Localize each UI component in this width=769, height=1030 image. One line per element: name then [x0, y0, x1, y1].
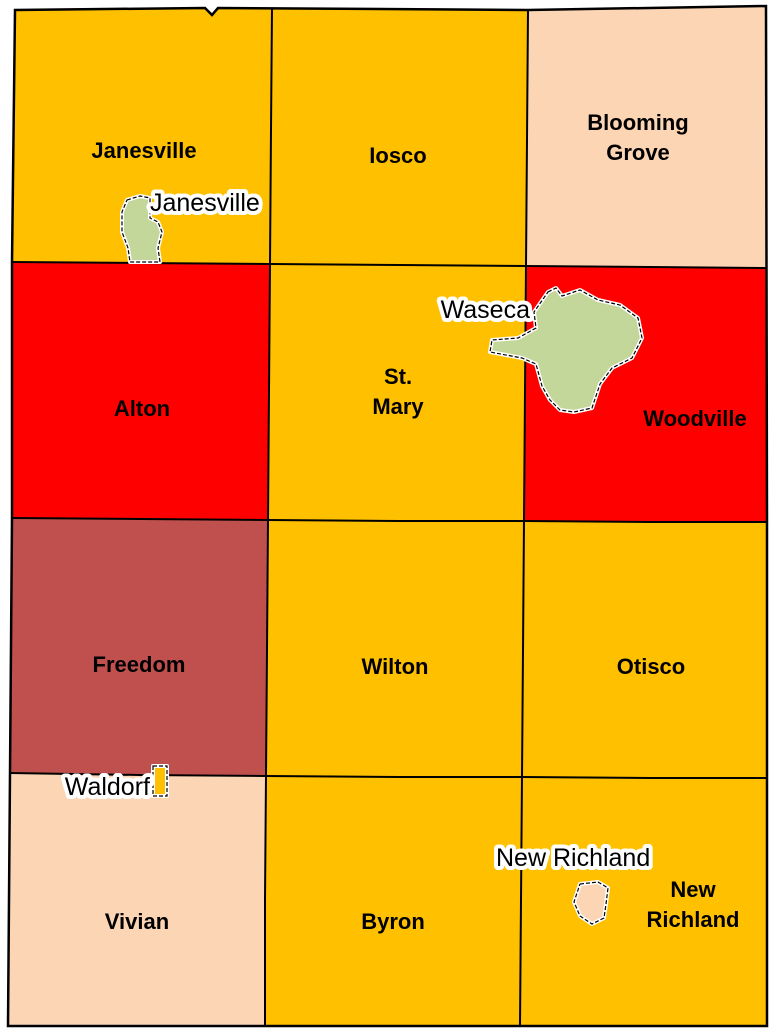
county-border	[6, 4, 769, 1028]
boundary-line-h2	[11, 517, 767, 523]
township-label-iosco: Iosco	[369, 143, 426, 168]
township-label-line: Iosco	[369, 143, 426, 168]
township-label-line: Woodville	[643, 406, 747, 431]
city-janesville-shape[interactable]	[120, 194, 164, 264]
township-label-woodville: Woodville	[643, 406, 747, 431]
township-label-alton: Alton	[114, 396, 170, 421]
township-st-mary-region[interactable]	[268, 264, 526, 521]
city-shapes	[120, 194, 644, 926]
boundary-line-h3	[9, 772, 767, 779]
township-label-line: Alton	[114, 396, 170, 421]
township-label-otisco: Otisco	[617, 654, 685, 679]
city-label-janesville: Janesville	[150, 189, 260, 217]
township-label-line: Richland	[647, 907, 740, 932]
township-label-st-mary: St. Mary	[372, 364, 424, 419]
township-iosco-region[interactable]	[270, 8, 528, 266]
city-label-waseca: Waseca	[441, 296, 530, 324]
township-regions	[8, 6, 767, 1026]
city-label-waldorf: Waldorf	[65, 773, 150, 801]
township-otisco-region[interactable]	[522, 521, 767, 778]
township-boundaries	[6, 4, 769, 1028]
township-janesville-region[interactable]	[12, 8, 272, 264]
township-label-byron: Byron	[361, 909, 425, 934]
township-label-line: Vivian	[105, 909, 169, 934]
city-labels: Janesville Waseca Waldorf New Richland	[61, 185, 654, 876]
township-label-janesville: Janesville	[91, 138, 196, 163]
township-label-line: Mary	[372, 394, 424, 419]
township-byron-region[interactable]	[265, 776, 522, 1026]
township-freedom-region[interactable]	[10, 518, 268, 776]
township-label-line: Wilton	[362, 654, 429, 679]
city-new-richland-shape[interactable]	[572, 880, 610, 926]
city-waldorf-shape[interactable]	[151, 764, 169, 798]
city-label-new-richland: New Richland	[496, 844, 650, 872]
township-label-line: Byron	[361, 909, 425, 934]
township-label-freedom: Freedom	[93, 652, 186, 677]
township-label-line: Otisco	[617, 654, 685, 679]
city-waseca-shape[interactable]	[488, 286, 644, 414]
township-label-line: Blooming	[587, 110, 688, 135]
township-wilton-region[interactable]	[266, 520, 524, 777]
township-alton-region[interactable]	[12, 262, 270, 520]
township-label-line: Grove	[606, 140, 670, 165]
township-label-wilton: Wilton	[362, 654, 429, 679]
township-blooming-grove-region[interactable]	[526, 6, 766, 268]
township-vivian-region[interactable]	[8, 773, 266, 1026]
township-new-richland-twp-region[interactable]	[520, 777, 767, 1026]
township-label-line: New	[670, 877, 716, 902]
township-label-line: Janesville	[91, 138, 196, 163]
township-label-line: Freedom	[93, 652, 186, 677]
township-label-line: St.	[384, 364, 412, 389]
township-label-vivian: Vivian	[105, 909, 169, 934]
